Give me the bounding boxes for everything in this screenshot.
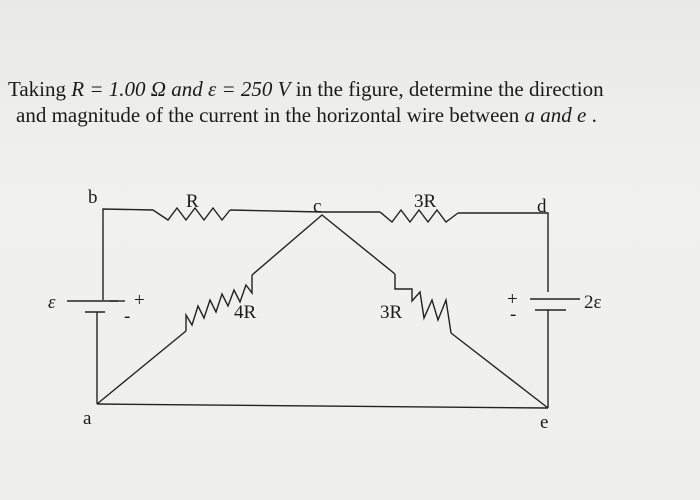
plus-right: +: [507, 289, 518, 310]
wire-b-R: [102, 208, 154, 300]
wire-3R-e: [450, 332, 549, 409]
resistor-4R: [185, 275, 253, 331]
q-nodes: a and e: [524, 103, 587, 127]
question-line-1: Taking R = 1.00 Ω and ε = 250 V in the f…: [8, 77, 604, 102]
node-d-label: d: [537, 196, 547, 217]
question-line-2: and magnitude of the current in the hori…: [16, 103, 597, 128]
wire-3R-d: [458, 212, 549, 292]
label-3R-top: 3R: [414, 191, 437, 212]
node-e-label: e: [540, 412, 548, 433]
q-text: and magnitude of the current in the hori…: [16, 103, 525, 127]
resistor-3R-lower: [394, 274, 452, 334]
plus-left: +: [134, 290, 145, 311]
wire-R-c: [229, 209, 380, 213]
label-4R: 4R: [234, 302, 257, 323]
q-text: .: [586, 103, 597, 127]
q-text: Taking: [8, 77, 72, 101]
label-3R-lower: 3R: [380, 302, 403, 323]
minus-right: -: [510, 304, 516, 325]
label-R: R: [186, 191, 199, 212]
node-b-label: b: [88, 187, 98, 208]
resistor-R: [152, 206, 231, 222]
q-values: R = 1.00 Ω and ε = 250 V: [71, 77, 291, 101]
label-emf-right: 2ε: [584, 292, 602, 313]
minus-left: -: [124, 306, 130, 327]
wire-4R-c: [251, 214, 396, 276]
q-text: in the figure, determine the direction: [290, 77, 604, 101]
node-c-label: c: [313, 196, 321, 217]
resistor-3R-top: [379, 208, 459, 224]
label-emf-left: ε: [48, 292, 56, 313]
node-a-label: a: [83, 408, 92, 429]
wire-a-4R: [96, 330, 187, 405]
wire-a-e: [96, 403, 549, 409]
